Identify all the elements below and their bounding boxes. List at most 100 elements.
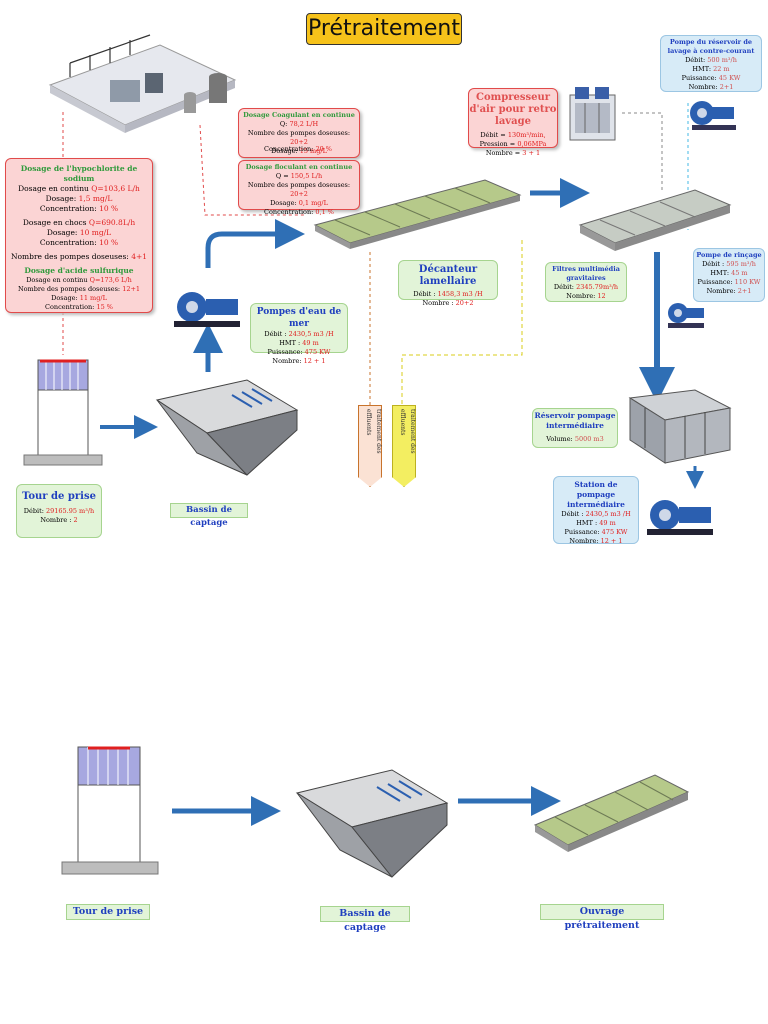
floc-pumps-label: Nombre des pompes doseuses: [247, 181, 351, 189]
floc-dose-val: 0,1 mg/L [298, 199, 328, 207]
dec-debit-label: Débit : [413, 290, 438, 298]
dec-debit-val: 1458,3 m3 /H [437, 290, 483, 298]
pe-hmt-label: HMT : [279, 339, 303, 347]
acid-conc-label: Concentration: [45, 303, 97, 311]
acid-conc-val: 15 % [96, 303, 113, 311]
floc-conc-val: 0,1 % [315, 208, 334, 216]
coagulant-title: Dosage Coagulant en continue [243, 111, 355, 119]
bassin-label: Bassin de captage [170, 503, 248, 528]
decanteur-box: Décanteur lamellaire Débit : 1458,3 m3 /… [398, 260, 498, 307]
rin-hmt-label: HMT: [710, 269, 732, 277]
tour-nombre-val: 2 [73, 516, 78, 524]
rin-debit-val: 595 m³/h [726, 260, 756, 268]
bottom-ouvrage-illustration [533, 774, 690, 852]
hypo-dose-val: 1,5 mg/L [78, 194, 113, 203]
hypo-conc2-label: Concentration: [39, 238, 100, 247]
sea-pump-icon [174, 292, 240, 327]
pe-puissance-val: 475 KW [304, 348, 331, 356]
station-box: Station de pompage intermédiaire Débit :… [553, 476, 639, 545]
rincage-pump-icon [668, 303, 704, 328]
acid-cont-val: Q=173,6 L/h [89, 276, 132, 284]
hypo-conc2-val: 10 % [99, 238, 119, 247]
compresseur-box: Compresseur d'air pour retro lavage Débi… [468, 88, 558, 157]
pe-nombre-val: 12 + 1 [303, 357, 326, 365]
filtres-illustration [578, 189, 732, 251]
dec-nombre-val: 20+2 [455, 299, 474, 307]
floculant-title: Dosage floculant en continue [245, 163, 353, 171]
reservoir-box: Réservoir pompage intermédiaire Volume: … [532, 408, 618, 448]
comp-debit-val: 130m³/min, [507, 131, 546, 139]
bassin-illustration [155, 379, 299, 476]
res-volume-label: Volume: [546, 435, 575, 443]
pr-nombre-label: Nombre: [688, 83, 720, 91]
hypo-choc-val: Q=690.8L/h [88, 218, 136, 227]
bottom-tour-illustration [61, 746, 159, 875]
pe-nombre-label: Nombre: [272, 357, 304, 365]
rin-nombre-label: Nombre: [706, 287, 738, 295]
bottom-bassin-illustration [295, 769, 449, 878]
coagulant-box: Dosage Coagulant en continue Q: 78,2 L/H… [238, 108, 360, 158]
station-pump-icon [647, 500, 713, 535]
tour-nombre-label: Nombre : [40, 516, 74, 524]
hypo-choc-label: Dosage en chocs [22, 218, 89, 227]
rin-puissance-label: Puissance: [697, 278, 735, 286]
pr-debit-val: 500 m³/h [707, 56, 737, 64]
coag-pumps-label: Nombre des pompes doseuses: [247, 129, 351, 137]
fil-nombre-val: 12 [597, 292, 606, 300]
filtres-box: Filtres multimédia gravitaires Débit: 23… [545, 262, 627, 302]
vers-effluents-label: Vers système de traitement des effluents [399, 409, 426, 459]
hypo-pumps-label: Nombre des pompes doseuses: [10, 252, 132, 261]
acid-title: Dosage d'acide sulfurique [24, 266, 134, 275]
pr-debit-label: Débit: [685, 56, 708, 64]
fil-nombre-label: Nombre: [566, 292, 598, 300]
rin-hmt-val: 45 m [731, 269, 748, 277]
bottom-tour-label: Tour de prise [66, 904, 150, 920]
coag-dose-val: 15 mg/L [299, 147, 327, 155]
compressor-icon [569, 87, 616, 141]
plant-illustration [48, 34, 237, 133]
fil-debit-label: Débit: [553, 283, 577, 291]
coag-q-val: 78,2 L/H [289, 120, 319, 128]
coag-pumps-val: 20+2 [290, 138, 308, 146]
bottom-ouvrage-label: Ouvrage prétraitement [540, 904, 664, 931]
comp-pression-val: 0,06MPa [517, 140, 547, 148]
filtres-title: Filtres multimédia gravitaires [552, 265, 620, 282]
st-debit-val: 2430,5 m3 /H [585, 510, 631, 518]
tour-box: Tour de prise Débit: 29165.95 m³/h Nombr… [16, 484, 102, 538]
rin-debit-label: Débit : [702, 260, 727, 268]
comp-nombre-val: 3 + 1 [522, 149, 541, 157]
floc-dose-label: Dosage: [270, 199, 299, 207]
pe-puissance-label: Puissance: [267, 348, 305, 356]
coag-q-label: Q: [279, 120, 290, 128]
pr-hmt-val: 22 m [713, 65, 730, 73]
pe-hmt-val: 49 m [302, 339, 319, 347]
station-title: Station de pompage intermédiaire [567, 480, 625, 509]
st-nombre-val: 12 + 1 [600, 537, 623, 545]
st-puissance-label: Puissance: [564, 528, 602, 536]
tour-debit-label: Débit: [23, 507, 46, 515]
st-hmt-label: HMT : [576, 519, 600, 527]
rin-nombre-val: 2+1 [737, 287, 752, 295]
acid-dose-label: Dosage: [51, 294, 80, 302]
pompe-rincage-title: Pompe de rinçage [696, 251, 762, 259]
pr-puissance-val: 45 KW [718, 74, 741, 82]
tour-title: Tour de prise [22, 491, 96, 502]
hypo-conc-label: Concentration: [39, 204, 100, 213]
coag-conc-val: 20 % [315, 145, 332, 153]
comp-nombre-label: Nombre = [485, 149, 523, 157]
tour-illustration [23, 359, 103, 466]
floc-q-val: 150,5 L/h [290, 172, 323, 180]
pompes-eau-title: Pompes d'eau de mer [256, 307, 342, 329]
fil-debit-val: 2345.79m³/h [576, 283, 619, 291]
floc-conc-label: Concentration: [264, 208, 316, 216]
vers-boues-marker: Vers système de traitement des effluents [358, 405, 382, 487]
rin-puissance-val: 110 KW [734, 278, 761, 286]
pr-hmt-label: HMT: [692, 65, 714, 73]
pompe-reservoir-title: Pompe du réservoir de lavage à contre-co… [667, 38, 755, 55]
acid-pumps-label: Nombre des pompes doseuses: [17, 285, 123, 293]
pompe-reservoir-box: Pompe du réservoir de lavage à contre-co… [660, 35, 762, 92]
reservoir-pump-icon [690, 101, 736, 130]
hypo-pumps-val: 4+1 [131, 252, 148, 261]
coag-dose-label: Dosage: [271, 147, 300, 155]
